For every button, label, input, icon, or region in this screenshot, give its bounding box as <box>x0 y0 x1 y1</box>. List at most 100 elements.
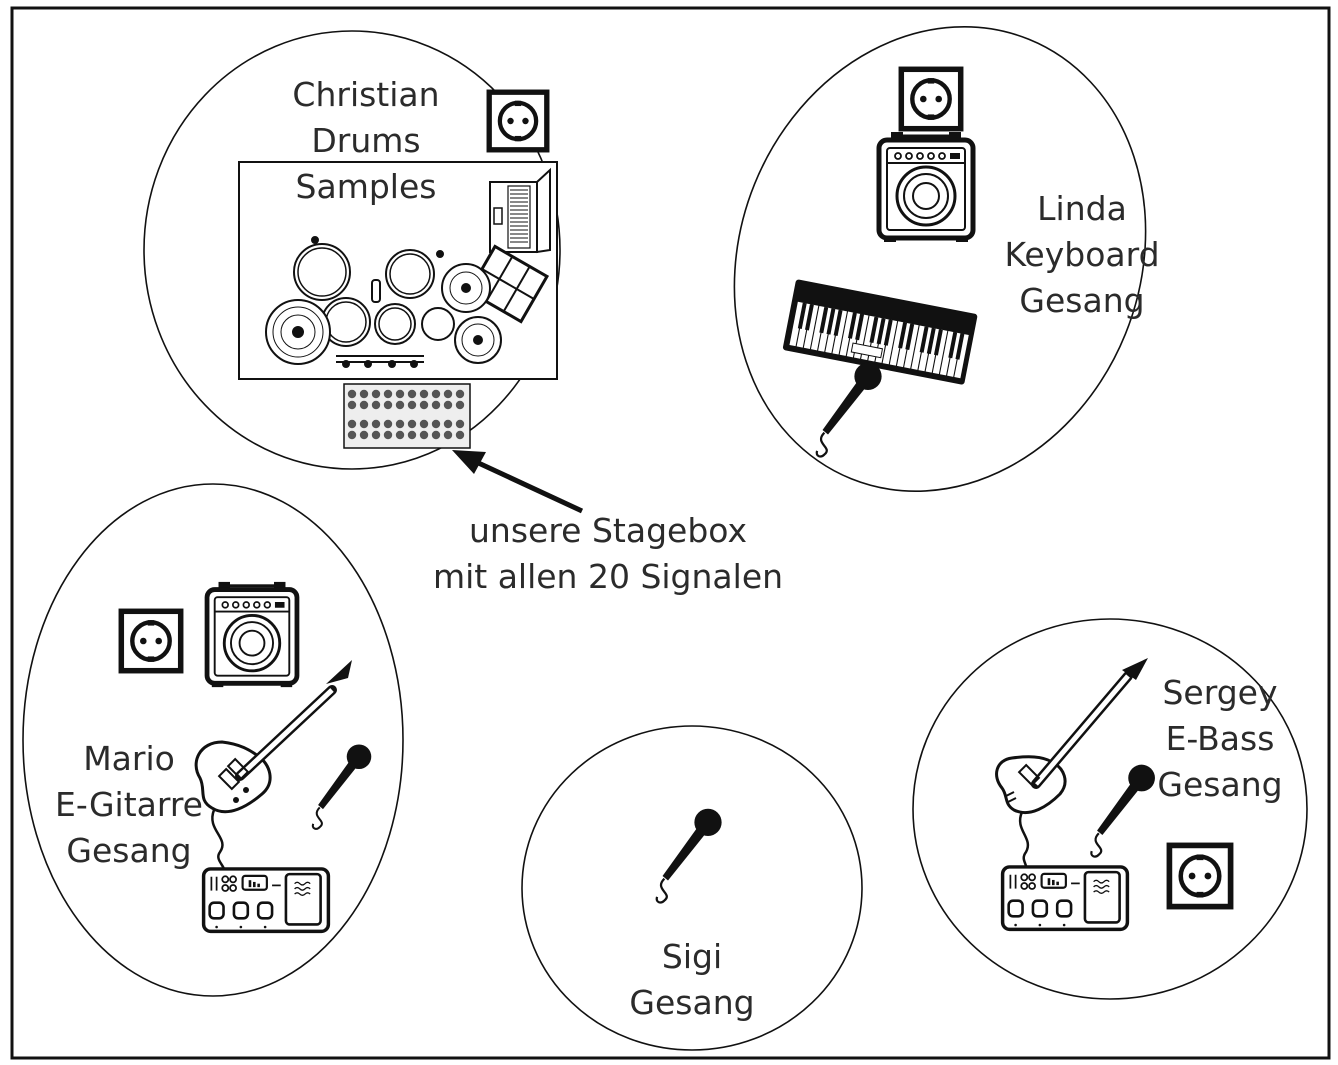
label-line: Gesang <box>1157 765 1283 804</box>
keyboard-key <box>832 310 847 355</box>
stagebox-knob <box>431 430 441 440</box>
stagebox-knob <box>347 419 357 429</box>
keyboard-key <box>819 306 829 334</box>
keyboard-key <box>896 322 912 368</box>
label-line: Sergey <box>1162 673 1278 712</box>
keyboard-key <box>847 312 857 339</box>
stagebox-knob <box>359 430 369 440</box>
keyboard-key <box>876 318 886 345</box>
guitar-mic-icon <box>311 743 373 831</box>
keyboard-key <box>932 329 948 375</box>
keyboard-key <box>939 331 955 376</box>
keyboard-key <box>904 324 919 369</box>
stagebox-knob <box>431 400 441 410</box>
keyboard-key <box>869 316 879 343</box>
keyboard-key <box>919 326 929 353</box>
stagebox-knob <box>371 400 381 410</box>
keyboard-key <box>825 308 840 354</box>
stagebox-knob <box>419 389 429 399</box>
bass-guitar-icon <box>995 658 1148 815</box>
keyboard-key <box>839 311 855 356</box>
stagebox-knob <box>395 430 405 440</box>
stagebox-knob <box>455 419 465 429</box>
keyboard-key <box>846 312 862 358</box>
stagebox-knob <box>443 430 453 440</box>
keyboard-key <box>925 328 941 373</box>
electric-guitar-icon <box>194 660 352 814</box>
keyboard-key <box>883 319 893 346</box>
label-guitar: Mario E-Gitarre Gesang <box>40 736 218 874</box>
stagebox-knob <box>347 400 357 410</box>
label-line: Christian <box>292 75 440 114</box>
stagebox-icon <box>343 383 471 449</box>
label-line: Linda <box>1037 189 1127 228</box>
label-line: Sigi <box>661 937 723 976</box>
laptop-icon <box>489 167 551 254</box>
keyboard-icon <box>782 279 978 385</box>
socket-icon <box>489 92 547 150</box>
keyboard-key <box>797 302 807 330</box>
label-drums: Christian Drums Samples <box>268 72 464 210</box>
label-line: unsere Stagebox <box>469 511 747 550</box>
guitar-pedalboard-icon <box>201 867 331 934</box>
zone-vocal <box>521 725 863 1051</box>
stagebox-knob <box>431 419 441 429</box>
keyboard-key <box>948 332 958 359</box>
socket-icon <box>121 611 180 670</box>
socket-icon <box>901 69 960 128</box>
label-line: mit allen 20 Signalen <box>432 557 784 596</box>
label-line: Mario <box>83 739 175 778</box>
keyboard-key <box>954 333 969 379</box>
stagebox-knob <box>407 430 417 440</box>
stagebox-knob <box>455 400 465 410</box>
stagebox-knob <box>455 389 465 399</box>
keyboard-key <box>804 304 814 331</box>
label-line: E-Bass <box>1165 719 1275 758</box>
keyboard-key <box>918 326 933 372</box>
stagebox-knob <box>371 389 381 399</box>
guitar-amp-icon <box>207 582 297 687</box>
keyboard-key <box>810 305 826 351</box>
drumkit-icon <box>265 236 502 368</box>
zone-guitar <box>22 483 404 997</box>
label-line: Gesang <box>1019 281 1145 320</box>
socket-icon <box>1169 845 1230 906</box>
keyboard-key <box>789 301 804 347</box>
stagebox-knob <box>347 430 357 440</box>
stagebox-knob <box>359 389 369 399</box>
zone-keys <box>733 26 1147 492</box>
label-line: Keyboard <box>1004 235 1160 274</box>
keyboard-key <box>826 308 836 335</box>
stagebox-knob <box>383 419 393 429</box>
keyboard-key <box>911 325 926 370</box>
frame-border <box>10 6 1331 1060</box>
stagebox-knob <box>371 419 381 429</box>
stagebox-knob <box>443 400 453 410</box>
keyboard-key <box>882 319 898 365</box>
zone-drums <box>143 30 561 470</box>
keyboard-key <box>818 307 833 352</box>
label-line: Gesang <box>66 831 192 870</box>
vocal-mic-icon <box>655 807 723 904</box>
stagebox-knob <box>395 389 405 399</box>
bass-pedalboard-icon <box>1000 865 1130 932</box>
stagebox-knob <box>443 419 453 429</box>
keyboard-key <box>933 329 943 356</box>
stagebox-knob <box>395 419 405 429</box>
stagebox-knob <box>371 430 381 440</box>
keyboard-key <box>955 333 965 360</box>
guitar-cable <box>211 809 226 873</box>
label-line: E-Gitarre <box>54 785 203 824</box>
stagebox-knob <box>359 400 369 410</box>
keyboard-key <box>796 303 812 348</box>
keyboard-key <box>898 322 908 349</box>
label-line: Gesang <box>629 983 755 1022</box>
keyboard-key <box>947 332 962 377</box>
keyboard-key <box>889 321 905 366</box>
stagebox-knob <box>455 430 465 440</box>
stagebox-knob <box>419 430 429 440</box>
keyboard-display <box>850 342 884 359</box>
stagebox-knob <box>407 389 417 399</box>
